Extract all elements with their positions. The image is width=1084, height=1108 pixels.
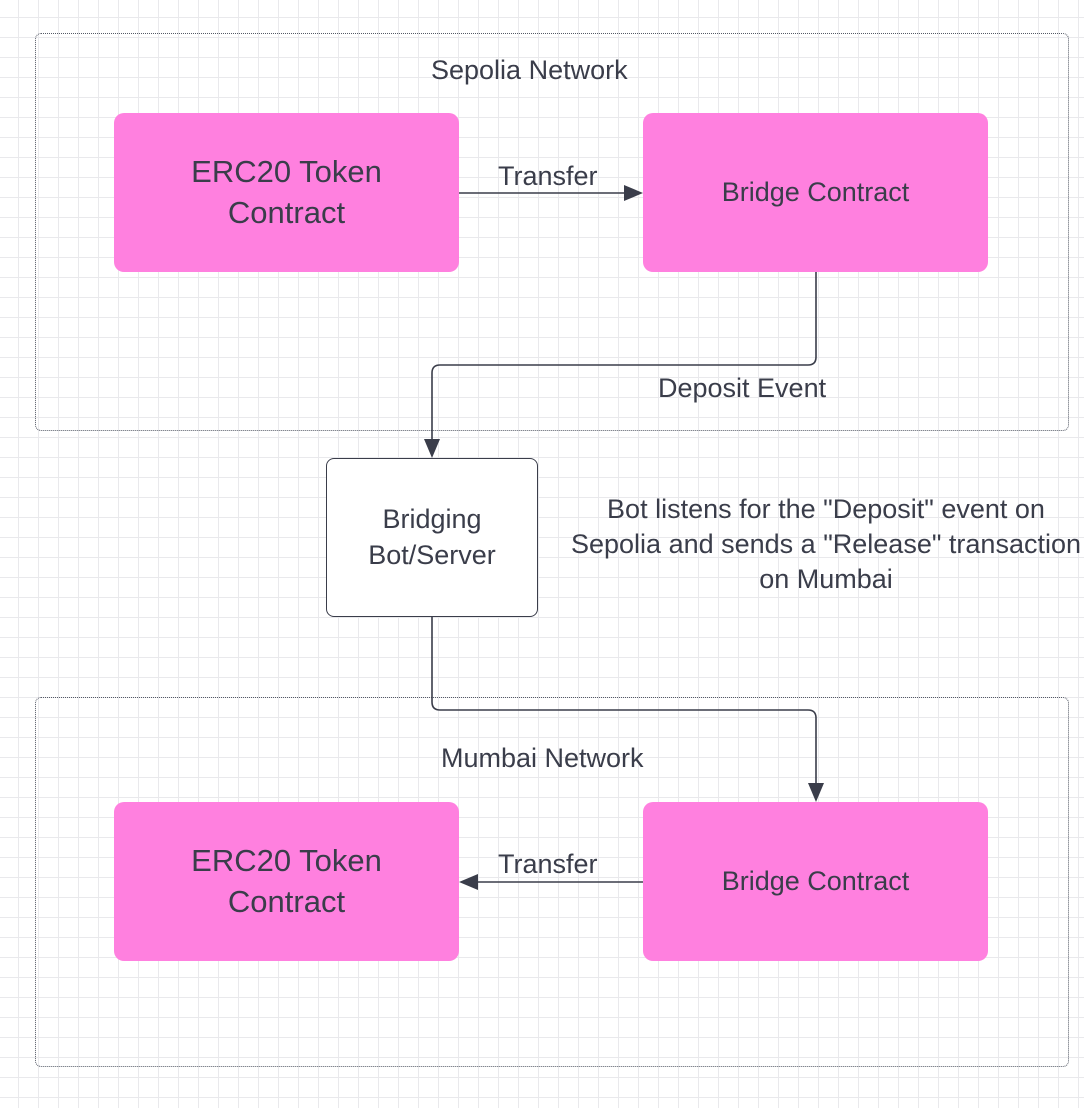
mumbai-erc20-label: ERC20 Token Contract: [191, 843, 382, 919]
mumbai-bridge-label: Bridge Contract: [721, 865, 910, 896]
mumbai-transfer-label: Transfer: [498, 849, 598, 879]
sepolia-erc20-contract-node[interactable]: ERC20 Token Contract: [114, 113, 459, 272]
sepolia-transfer-label: Transfer: [498, 161, 598, 191]
sepolia-bridge-label: Bridge Contract: [721, 176, 910, 207]
sepolia-erc20-label: ERC20 Token Contract: [191, 154, 382, 230]
bridging-bot-node[interactable]: Bridging Bot/Server: [326, 458, 538, 617]
mumbai-bridge-contract-node[interactable]: Bridge Contract: [643, 802, 988, 961]
sepolia-bridge-contract-node[interactable]: Bridge Contract: [643, 113, 988, 272]
bot-description-note: Bot listens for the "Deposit" event on S…: [571, 494, 1081, 595]
deposit-event-label: Deposit Event: [658, 373, 827, 403]
bridging-bot-label: Bridging Bot/Server: [368, 504, 496, 570]
sepolia-network-title: Sepolia Network: [431, 55, 628, 85]
mumbai-network-title: Mumbai Network: [441, 743, 644, 773]
mumbai-erc20-contract-node[interactable]: ERC20 Token Contract: [114, 802, 459, 961]
